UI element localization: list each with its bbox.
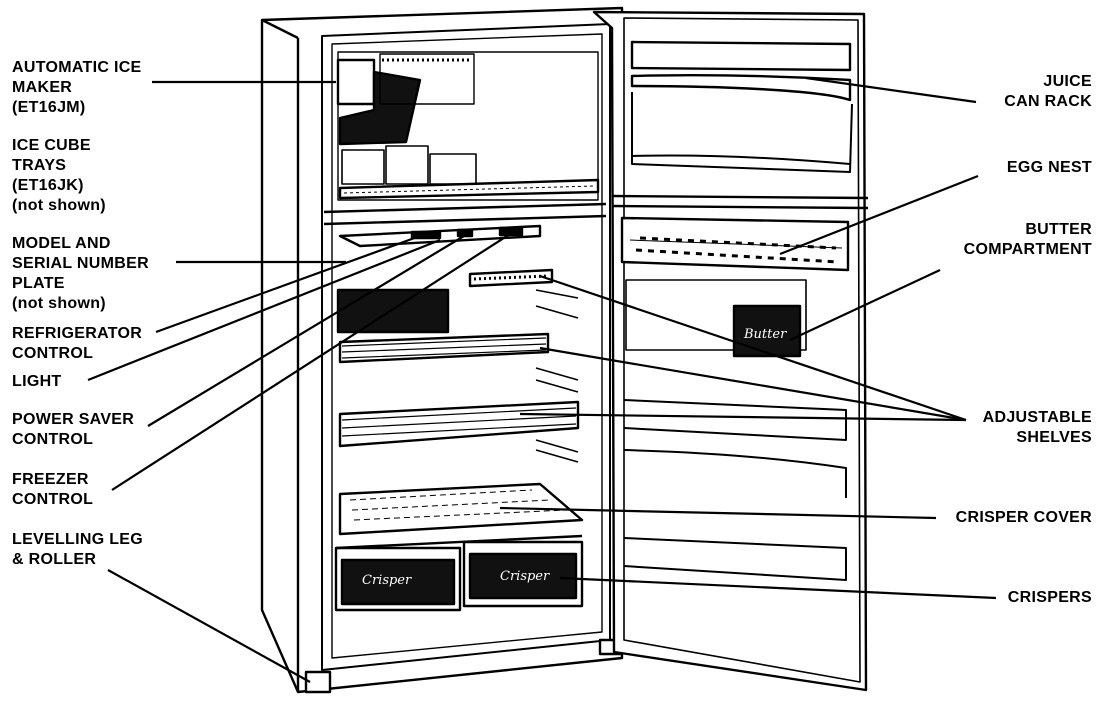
label-line: COMPARTMENT — [964, 240, 1092, 260]
label-automatic-ice-maker: AUTOMATIC ICE MAKER (ET16JM) — [12, 58, 142, 118]
label-line: LEVELLING LEG — [12, 530, 143, 550]
label-crispers: CRISPERS — [1008, 588, 1092, 608]
label-power-saver-control: POWER SAVER CONTROL — [12, 410, 134, 450]
label-line: JUICE — [1004, 72, 1092, 92]
label-model-serial-plate: MODEL AND SERIAL NUMBER PLATE (not shown… — [12, 234, 149, 314]
label-ice-cube-trays: ICE CUBE TRAYS (ET16JK) (not shown) — [12, 136, 106, 216]
label-line: SHELVES — [983, 428, 1092, 448]
label-line: CONTROL — [12, 344, 142, 364]
label-freezer-control: FREEZER CONTROL — [12, 470, 93, 510]
label-line: FREEZER — [12, 470, 93, 490]
label-line: CONTROL — [12, 430, 134, 450]
label-line: REFRIGERATOR — [12, 324, 142, 344]
label-line: CAN RACK — [1004, 92, 1092, 112]
label-line: AUTOMATIC ICE — [12, 58, 142, 78]
door — [594, 12, 868, 690]
egg-nest — [622, 218, 848, 270]
label-line: LIGHT — [12, 372, 62, 392]
label-line: EGG NEST — [1007, 158, 1092, 178]
label-crisper-cover: CRISPER COVER — [956, 508, 1092, 528]
label-line: CRISPERS — [1008, 588, 1092, 608]
label-line: CONTROL — [12, 490, 93, 510]
label-line: ADJUSTABLE — [983, 408, 1092, 428]
label-butter-compartment: BUTTER COMPARTMENT — [964, 220, 1092, 260]
label-line: BUTTER — [964, 220, 1092, 240]
label-line: & ROLLER — [12, 550, 143, 570]
label-refrigerator-control: REFRIGERATOR CONTROL — [12, 324, 142, 364]
label-line: (not shown) — [12, 294, 149, 314]
label-line: (ET16JM) — [12, 98, 142, 118]
label-line: PLATE — [12, 274, 149, 294]
label-line: (ET16JK) — [12, 176, 106, 196]
label-line: POWER SAVER — [12, 410, 134, 430]
label-light: LIGHT — [12, 372, 62, 392]
butter-door-label: Butter — [743, 327, 787, 342]
right-crisper-label: Crisper — [500, 569, 550, 584]
label-line: ICE CUBE — [12, 136, 106, 156]
label-line: TRAYS — [12, 156, 106, 176]
meat-drawer — [338, 290, 448, 332]
label-line: (not shown) — [12, 196, 106, 216]
label-line: CRISPER COVER — [956, 508, 1092, 528]
left-crisper-label: Crisper — [362, 573, 412, 588]
label-egg-nest: EGG NEST — [1007, 158, 1092, 178]
label-levelling-leg-roller: LEVELLING LEG & ROLLER — [12, 530, 143, 570]
label-juice-can-rack: JUICE CAN RACK — [1004, 72, 1092, 112]
label-line: SERIAL NUMBER — [12, 254, 149, 274]
label-adjustable-shelves: ADJUSTABLE SHELVES — [983, 408, 1092, 448]
label-line: MODEL AND — [12, 234, 149, 254]
label-line: MAKER — [12, 78, 142, 98]
